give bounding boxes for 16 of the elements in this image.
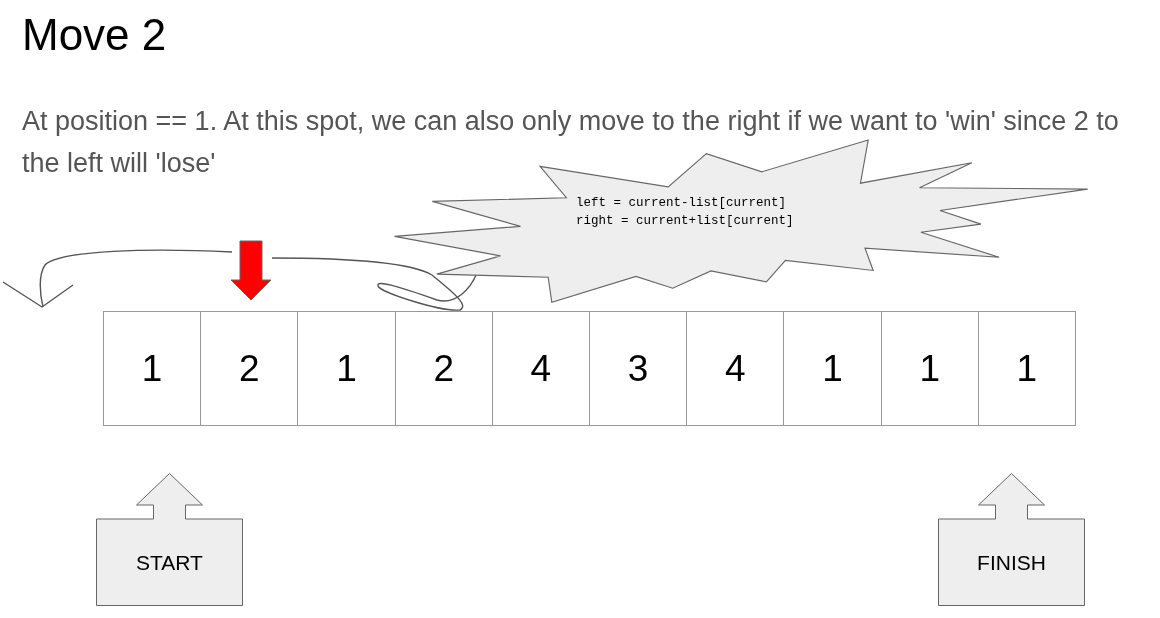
array-cell: 1 — [880, 311, 979, 426]
array-cell: 2 — [200, 311, 299, 426]
array-cell: 4 — [491, 311, 590, 426]
array-cell: 1 — [977, 311, 1076, 426]
callout-label: FINISH — [976, 551, 1047, 575]
array-cell: 1 — [783, 311, 882, 426]
callout-label: START — [135, 551, 204, 575]
array-cell: 4 — [686, 311, 785, 426]
code-text: left = current-list[current] — [576, 196, 787, 210]
array-cell: 1 — [297, 311, 396, 426]
array-cell: 2 — [394, 311, 493, 426]
array-cell: 3 — [589, 311, 688, 426]
description-text: At position == 1. At this spot, we can also only move to the right if we want to 'win' since 2 to the left will 'lose' — [22, 105, 1120, 180]
title: Move 2 — [22, 10, 167, 60]
array-cell: 1 — [103, 311, 202, 426]
code-text: right = current+list[current] — [576, 214, 794, 228]
